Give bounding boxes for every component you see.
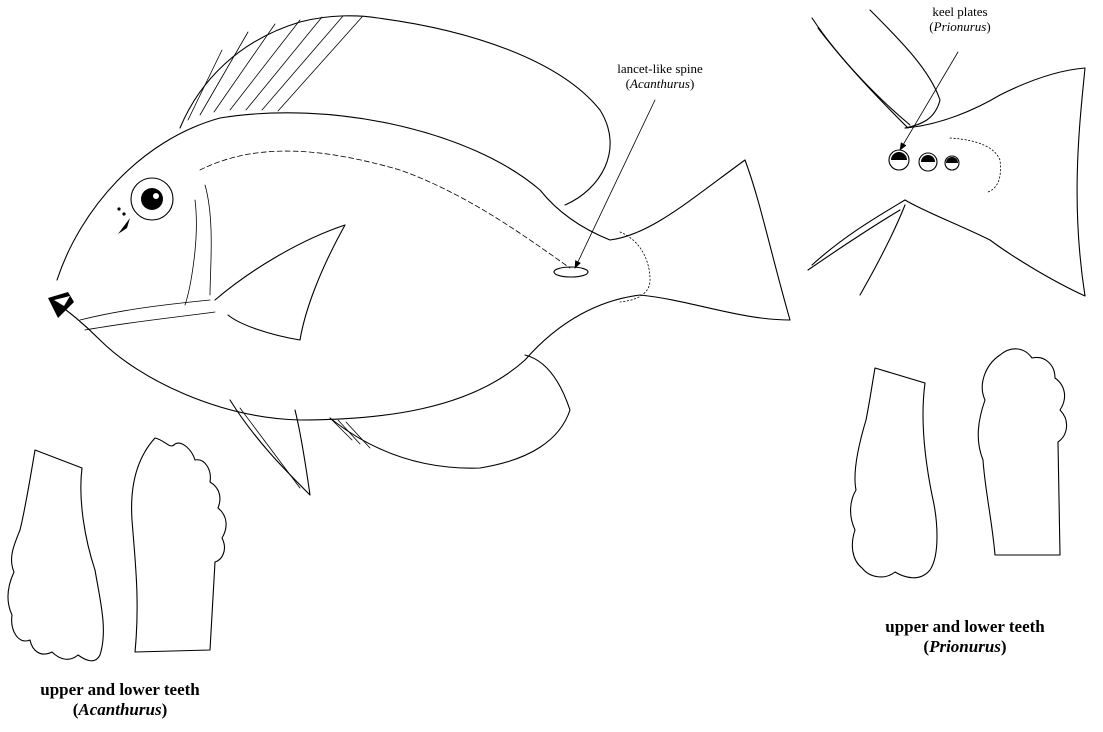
- keel-genus: Prionurus: [934, 19, 987, 34]
- keel-arrow: [900, 52, 958, 150]
- prionurus-teeth: [851, 349, 1067, 578]
- lateral-line: [200, 151, 570, 268]
- peduncle-outline: [620, 232, 650, 302]
- acanthurus-teeth: [8, 438, 226, 661]
- dorsal-fin-soft: [378, 18, 610, 205]
- prionurus-teeth-label: upper and lower teeth (Prionurus): [840, 617, 1090, 656]
- keel-plates: [889, 150, 959, 171]
- acanthurus-genus: Acanthurus: [78, 700, 161, 719]
- acanthurus-lower-tooth: [132, 438, 227, 652]
- tail-fin-outline: [905, 68, 1085, 296]
- fish-body-outline: [50, 113, 790, 420]
- anal-fin: [330, 355, 570, 468]
- prionurus-genus: Prionurus: [929, 637, 1001, 656]
- pectoral-fin: [215, 225, 345, 340]
- spine-label: lancet-like spine (Acanthurus): [580, 62, 740, 92]
- nostril: [117, 207, 120, 210]
- eye: [131, 178, 173, 220]
- prionurus-lower-tooth: [978, 349, 1066, 555]
- prionurus-tail-drawing: [808, 10, 1085, 296]
- spine-arrow: [575, 100, 655, 268]
- acanthurus-upper-tooth: [8, 450, 103, 661]
- keel-label: keel plates (Prionurus): [905, 5, 1015, 35]
- spine-label-text: lancet-like spine: [580, 62, 740, 77]
- spine-genus: Acanthurus: [630, 76, 690, 91]
- mouth-line: [80, 300, 210, 320]
- gill-cover-line: [205, 185, 211, 295]
- keel-label-text: keel plates: [905, 5, 1015, 20]
- mouth: [48, 292, 74, 318]
- acanthurus-teeth-label: upper and lower teeth (Acanthurus): [0, 680, 240, 719]
- lancet-spine: [554, 267, 588, 277]
- snout-groove: [118, 218, 130, 234]
- prionurus-upper-tooth: [851, 368, 937, 578]
